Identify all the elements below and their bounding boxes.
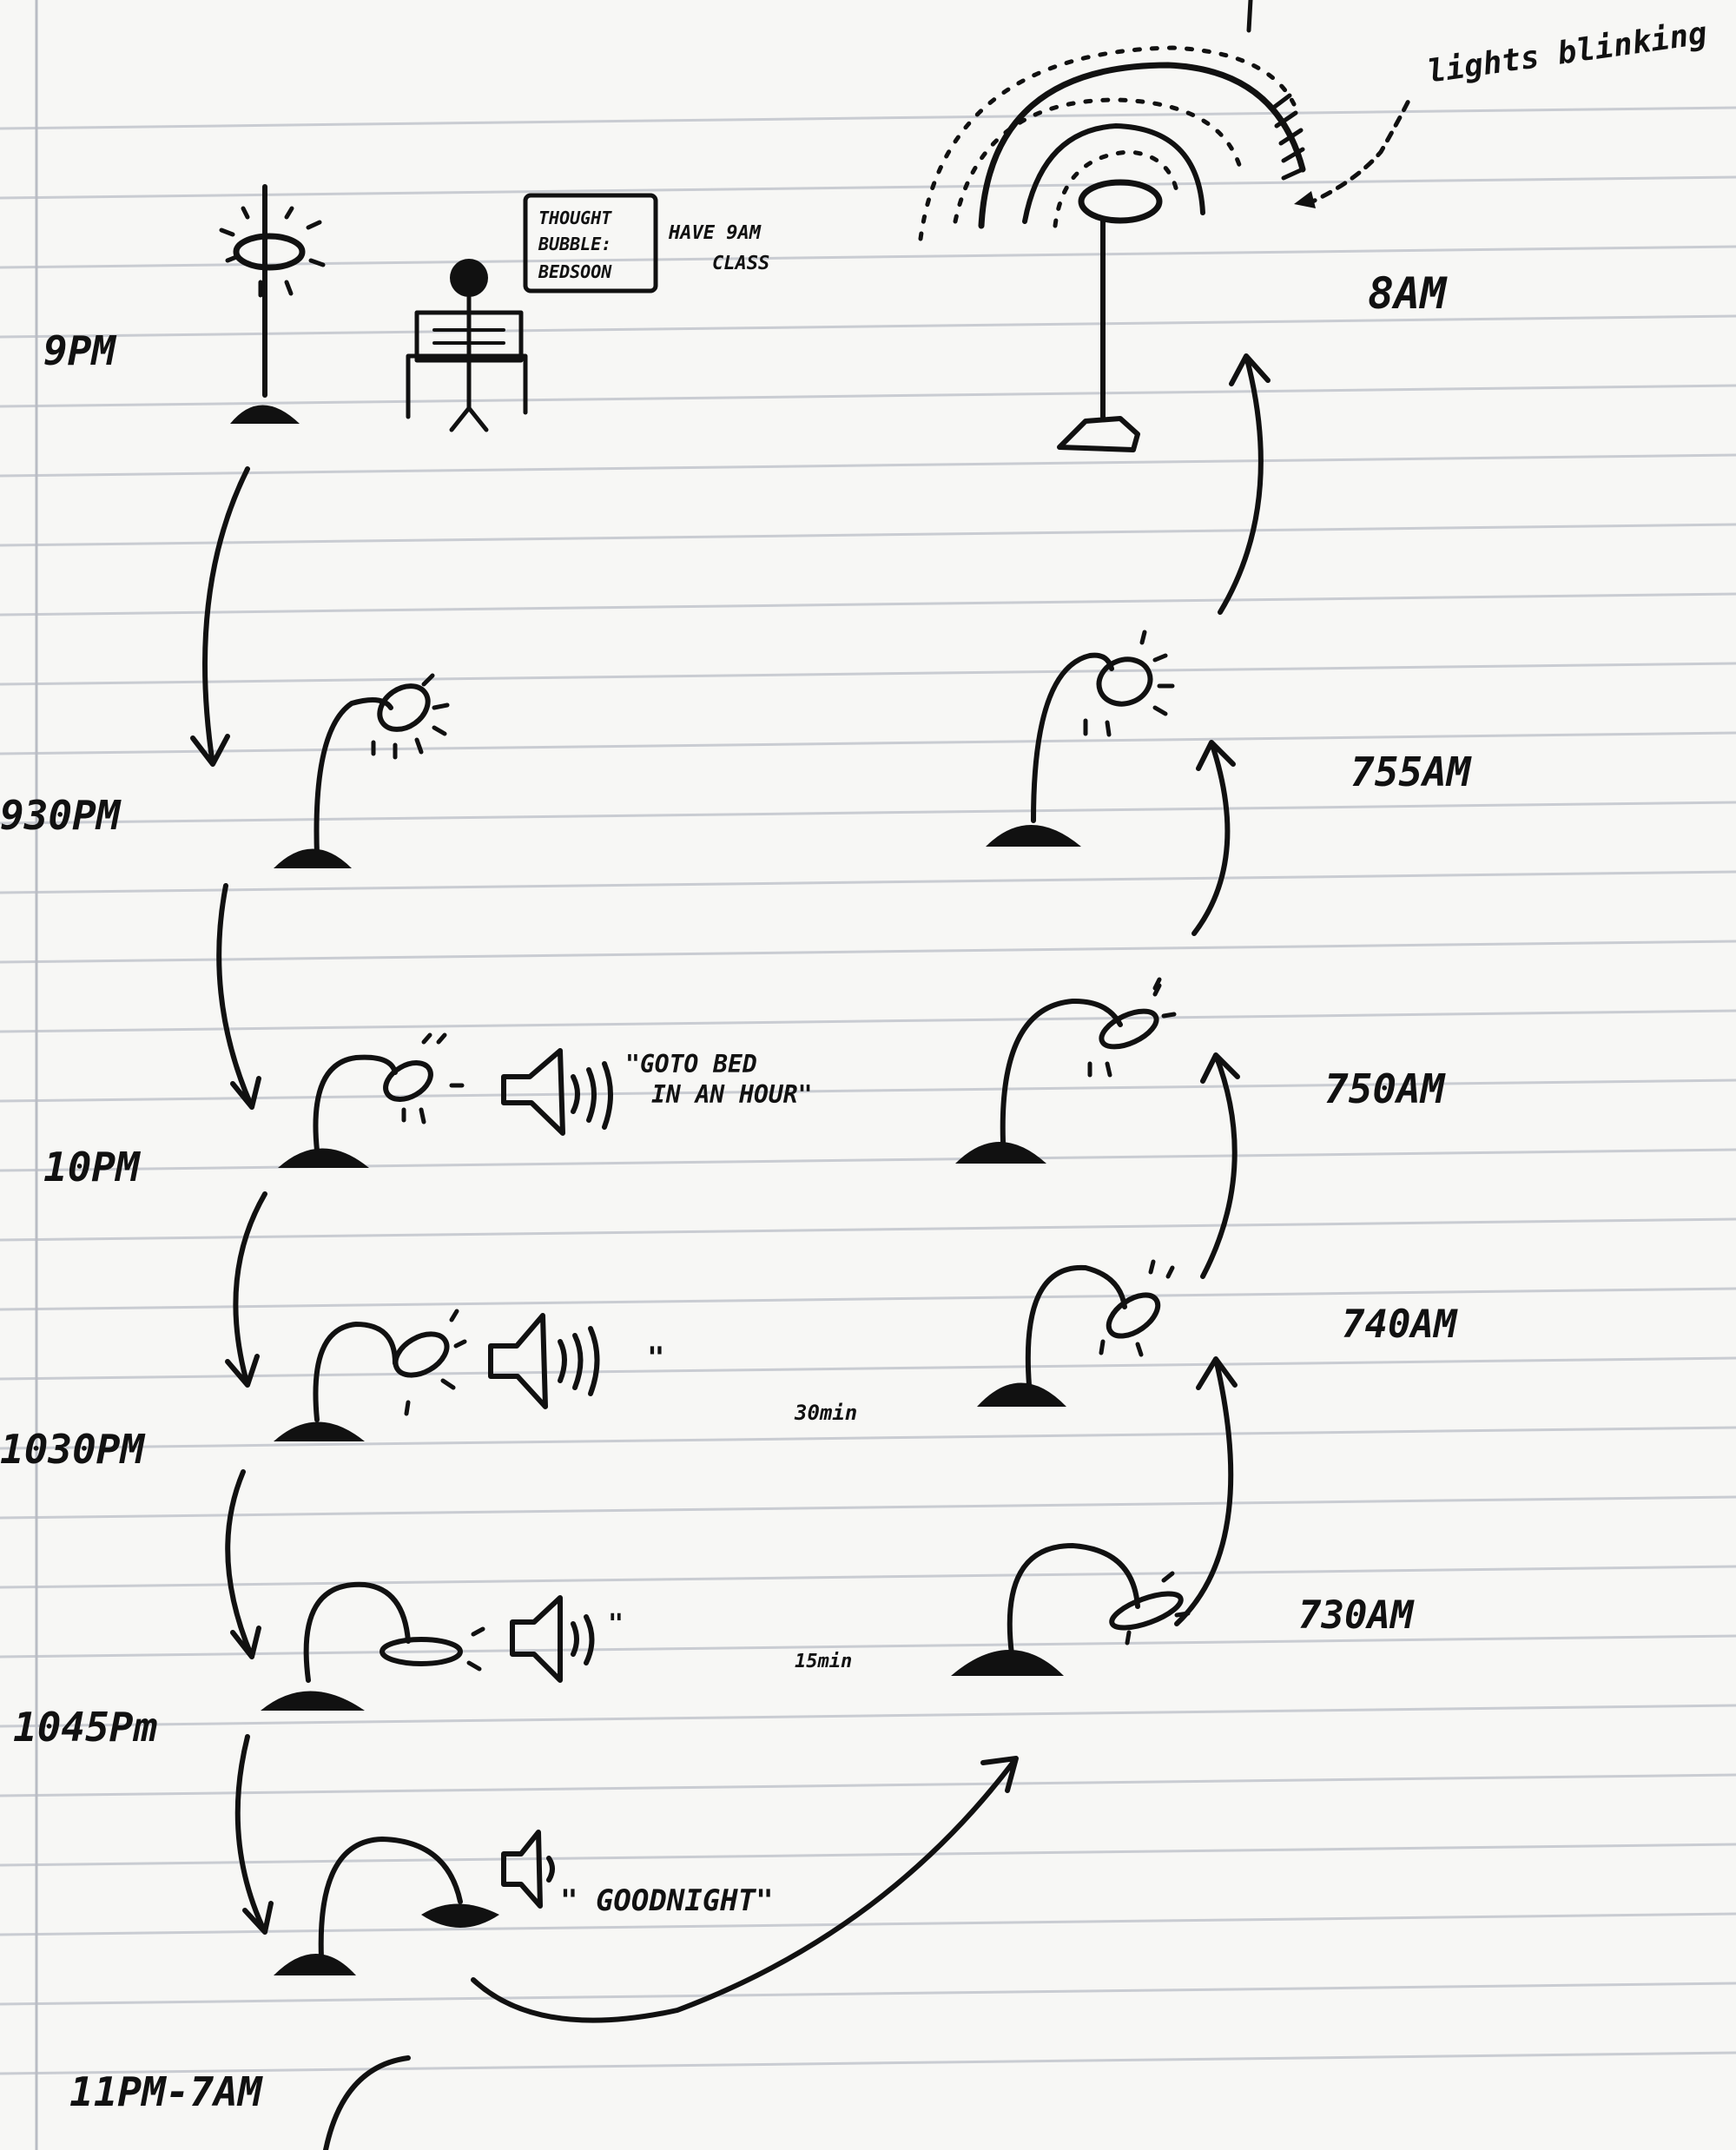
ditto-mark: " — [647, 1341, 664, 1375]
lamp-icon — [274, 1837, 499, 1975]
time-label-10pm: 10PM — [43, 1144, 141, 1190]
time-label-730am: 730AM — [1298, 1593, 1415, 1638]
light-beam-icon — [219, 206, 326, 298]
speaker-icon — [501, 1830, 555, 1909]
thought-box-line2: BUBBLE: — [538, 234, 611, 254]
time-label-1045pm: 1045Pm — [13, 1704, 157, 1751]
flow-arrow — [234, 1734, 274, 1935]
have-class-note-line1: HAVE 9AM — [668, 222, 762, 244]
flow-arrow — [1191, 740, 1236, 936]
flow-arrow — [225, 1469, 261, 1659]
time-label-740am: 740AM — [1342, 1303, 1458, 1347]
goto-bed-quote-line2: IN AN HOUR" — [651, 1080, 812, 1109]
lamp-icon — [274, 1309, 467, 1441]
thought-box-line3: BEDSOON — [538, 261, 612, 282]
time-label-755am: 755AM — [1350, 749, 1472, 795]
lamp-icon — [986, 630, 1175, 847]
thought-bubble-box: THOUGHT BUBBLE: BEDSOON — [523, 193, 658, 293]
time-label-930pm: 930PM — [0, 792, 122, 839]
person-at-desk-icon — [406, 259, 528, 432]
speaker-icon — [501, 1048, 613, 1136]
time-label-8am: 8AM — [1368, 268, 1448, 319]
flow-arrow — [1200, 1052, 1240, 1279]
lamp-icon — [955, 977, 1177, 1164]
lamp-icon — [1057, 179, 1163, 452]
lamp-icon — [278, 1032, 465, 1168]
flow-arrow — [1218, 353, 1271, 615]
flow-arrow — [216, 883, 261, 1110]
speaker-icon — [510, 1595, 595, 1683]
ditto-mark: " — [608, 1609, 624, 1639]
lights-blinking-note: lights blinking — [1425, 16, 1710, 90]
goto-bed-quote-line1: "GOTO BED — [625, 1050, 757, 1078]
flow-arrow — [471, 1756, 1019, 2023]
lamp-icon — [219, 184, 326, 424]
duration-15min: 15min — [795, 1651, 852, 1672]
flow-arrow — [225, 1191, 267, 1388]
lamp-icon — [274, 673, 450, 868]
thought-box-line1: THOUGHT — [538, 208, 612, 228]
goodnight-quote: " GOODNIGHT" — [560, 1883, 774, 1918]
time-label-1030pm: 1030PM — [0, 1426, 145, 1473]
time-label-9pm: 9PM — [43, 327, 116, 374]
blink-leader — [1304, 93, 1414, 207]
flow-arrow-tail — [323, 2055, 411, 2150]
time-label-750am: 750AM — [1324, 1065, 1446, 1112]
light-beam-icon — [918, 45, 1306, 241]
have-class-note-line2: CLASS — [712, 253, 769, 274]
flow-arrow — [190, 466, 250, 767]
flow-arrow — [1174, 1356, 1238, 1626]
lamp-icon — [951, 1543, 1191, 1676]
speaker-icon — [488, 1313, 600, 1409]
lamp-icon — [261, 1581, 485, 1711]
duration-30min: 30min — [794, 1401, 857, 1425]
lamp-icon — [977, 1259, 1175, 1407]
ruled-lines — [0, 106, 1736, 2075]
time-label-11pm-7am: 11PM-7AM — [69, 2068, 263, 2115]
